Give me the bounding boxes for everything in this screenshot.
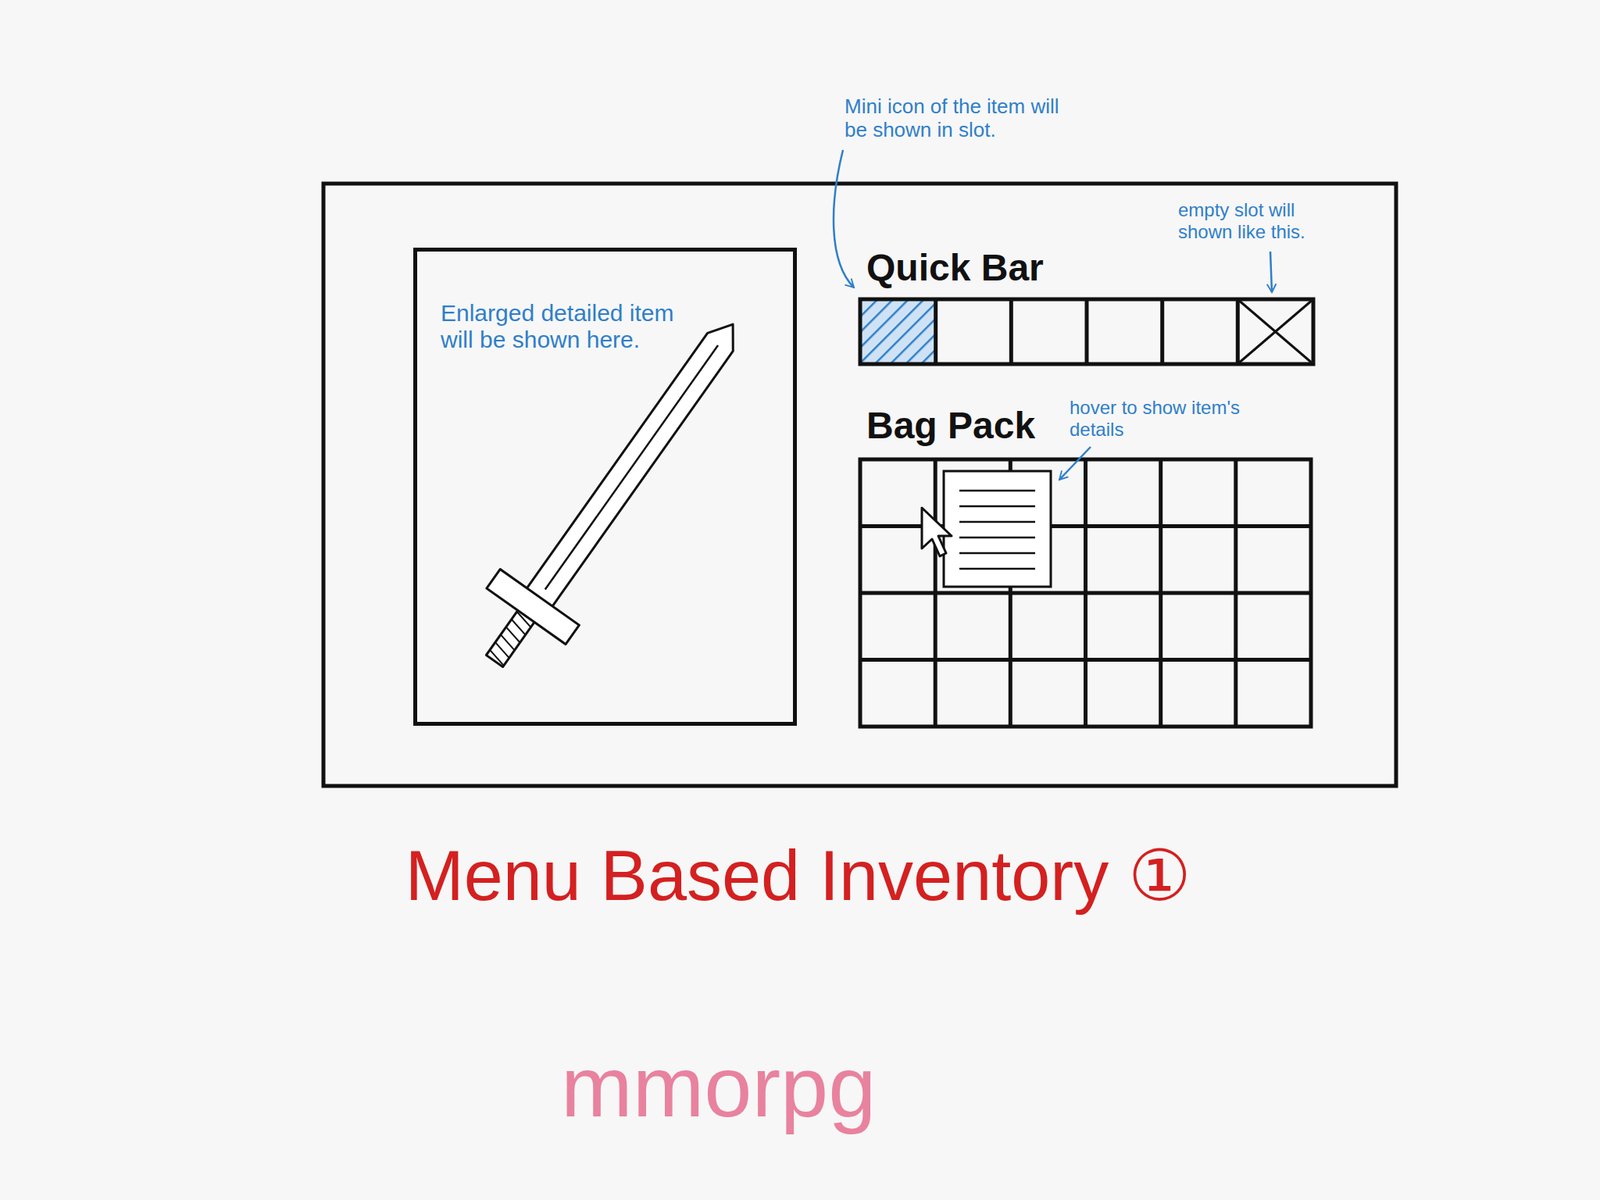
item-preview-panel: Enlarged detailed item will be shown her… — [413, 247, 797, 726]
leader-arrow — [833, 150, 854, 288]
genre-note: mmorpg — [560, 1037, 876, 1137]
leader-arrow — [1270, 251, 1272, 293]
annotation-note: hover to show item's details — [1069, 396, 1246, 440]
quick-bar: Quick Bar — [860, 246, 1314, 365]
filled-slot — [860, 299, 936, 365]
empty-slot-cross — [1237, 299, 1314, 365]
panel-note: Enlarged detailed item will be shown her… — [440, 300, 675, 353]
bag-pack-grid — [860, 459, 1311, 727]
section-heading: Quick Bar — [866, 246, 1044, 290]
quick-bar-slots — [860, 299, 1314, 365]
sword-illustration — [454, 296, 772, 690]
leader-arrow — [1059, 446, 1091, 480]
empty-slot-cross — [1237, 299, 1314, 365]
section-heading: Bag Pack — [866, 404, 1036, 447]
diagram-title: Menu Based Inventory ① — [405, 835, 1193, 918]
bag-pack: Bag Pack — [860, 404, 1311, 727]
annotation-note: empty slot will shown like this. — [1178, 199, 1347, 243]
mouse-cursor — [921, 507, 952, 557]
annotation-note: Mini icon of the item will be shown in s… — [844, 95, 1079, 143]
inventory-frame — [323, 183, 1397, 786]
item-tooltip — [943, 471, 1051, 587]
